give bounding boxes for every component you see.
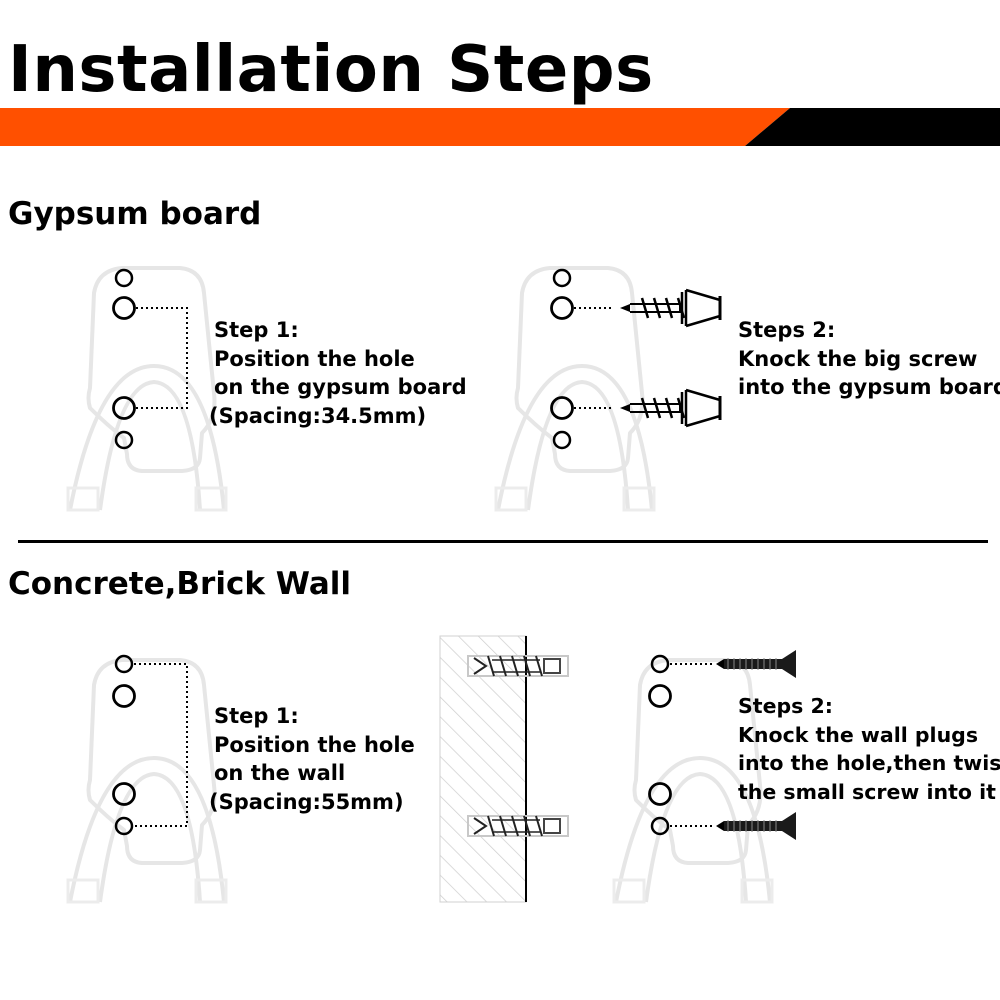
instruction-line: into the hole,then twist (738, 751, 1000, 775)
small-screw-icon (716, 650, 796, 678)
page-title: Installation Steps (8, 33, 654, 107)
instruction-line: the small screw into it (738, 779, 996, 804)
concrete-step2-bracket-illustration (612, 650, 796, 904)
gypsum-step1-instructions: Step 1: Position the hole on the gypsum … (209, 316, 467, 430)
small-screw-icon (716, 812, 796, 840)
wall-plug-cross-section-illustration (439, 635, 569, 903)
hole-spacing: (Spacing:55mm) (209, 789, 404, 814)
concrete-step1-instructions: Step 1: Position the hole on the wall (S… (209, 702, 415, 816)
gypsum-step2-bracket-illustration (494, 266, 722, 512)
concrete-step1-bracket-illustration (66, 654, 228, 904)
concrete-section-title: Concrete,Brick Wall (8, 566, 352, 602)
section-divider (18, 540, 988, 543)
instruction-line: Position the hole (214, 346, 415, 371)
instruction-line: Position the hole (214, 732, 415, 757)
gypsum-step1-bracket-illustration (66, 266, 228, 512)
gypsum-section-title: Gypsum board (8, 196, 262, 232)
hole-spacing: (Spacing:34.5mm) (209, 403, 427, 428)
drywall-anchor-icon (620, 288, 722, 328)
instruction-line: Knock the wall plugs (738, 722, 979, 747)
title-bar-orange (0, 108, 790, 146)
instruction-line: on the wall (214, 761, 346, 785)
instruction-line: on the gypsum board (214, 375, 467, 399)
step-label: Steps 2: (738, 694, 833, 718)
wall-section (439, 635, 527, 903)
title-accent-bar (0, 108, 1000, 146)
drywall-anchor-icon (620, 388, 722, 428)
gypsum-step2-instructions: Steps 2: Knock the big screw into the gy… (738, 316, 1000, 402)
concrete-step2-instructions: Steps 2: Knock the wall plugs into the h… (738, 692, 1000, 806)
instruction-line: into the gypsum board (738, 375, 1000, 399)
instruction-line: Knock the big screw (738, 346, 978, 371)
title-bar-black (745, 108, 1000, 146)
step-label: Steps 2: (738, 318, 836, 342)
step-label: Step 1: (214, 704, 299, 728)
step-label: Step 1: (214, 318, 299, 342)
